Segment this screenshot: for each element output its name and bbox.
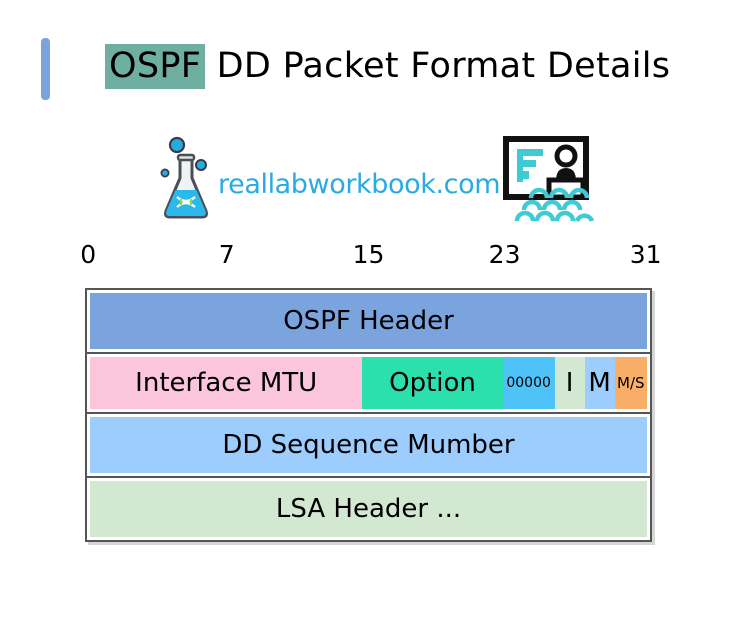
branding-row: reallabworkbook.com: [0, 133, 737, 229]
bit-tick-7: 7: [218, 240, 235, 269]
row-ospf-header: OSPF Header: [87, 290, 650, 354]
page-title-highlight: OSPF: [105, 44, 206, 89]
packet-field-i: I: [554, 357, 585, 409]
bit-offset-ruler: 0 7 15 23 31: [80, 240, 661, 272]
page-title: OSPF DD Packet Format Details: [105, 36, 670, 96]
row-dd-sequence-number: DD Sequence Mumber: [87, 414, 650, 478]
bit-tick-0: 0: [80, 240, 97, 269]
page-title-rest: DD Packet Format Details: [205, 46, 671, 86]
packet-field-m: M: [584, 357, 615, 409]
brand-site-text: reallabworkbook.com: [218, 169, 501, 200]
title-accent-bar: [41, 38, 50, 100]
bit-tick-31: 31: [629, 240, 662, 269]
bit-tick-15: 15: [352, 240, 385, 269]
flask-icon: [155, 135, 221, 223]
packet-field-lsa-header: LSA Header ...: [90, 481, 647, 537]
packet-field-option: Option: [362, 357, 503, 409]
page-title-row: OSPF DD Packet Format Details: [0, 36, 737, 104]
packet-field-m-s: M/S: [614, 357, 647, 409]
row-lsa-header: LSA Header ...: [87, 478, 650, 540]
presentation-training-icon: [497, 136, 595, 224]
packet-field-interface-mtu: Interface MTU: [90, 357, 363, 409]
packet-field-dd-sequence-mumber: DD Sequence Mumber: [90, 417, 647, 473]
packet-field-ospf-header: OSPF Header: [90, 293, 647, 349]
packet-field-00000: 00000: [502, 357, 555, 409]
bit-tick-23: 23: [488, 240, 521, 269]
